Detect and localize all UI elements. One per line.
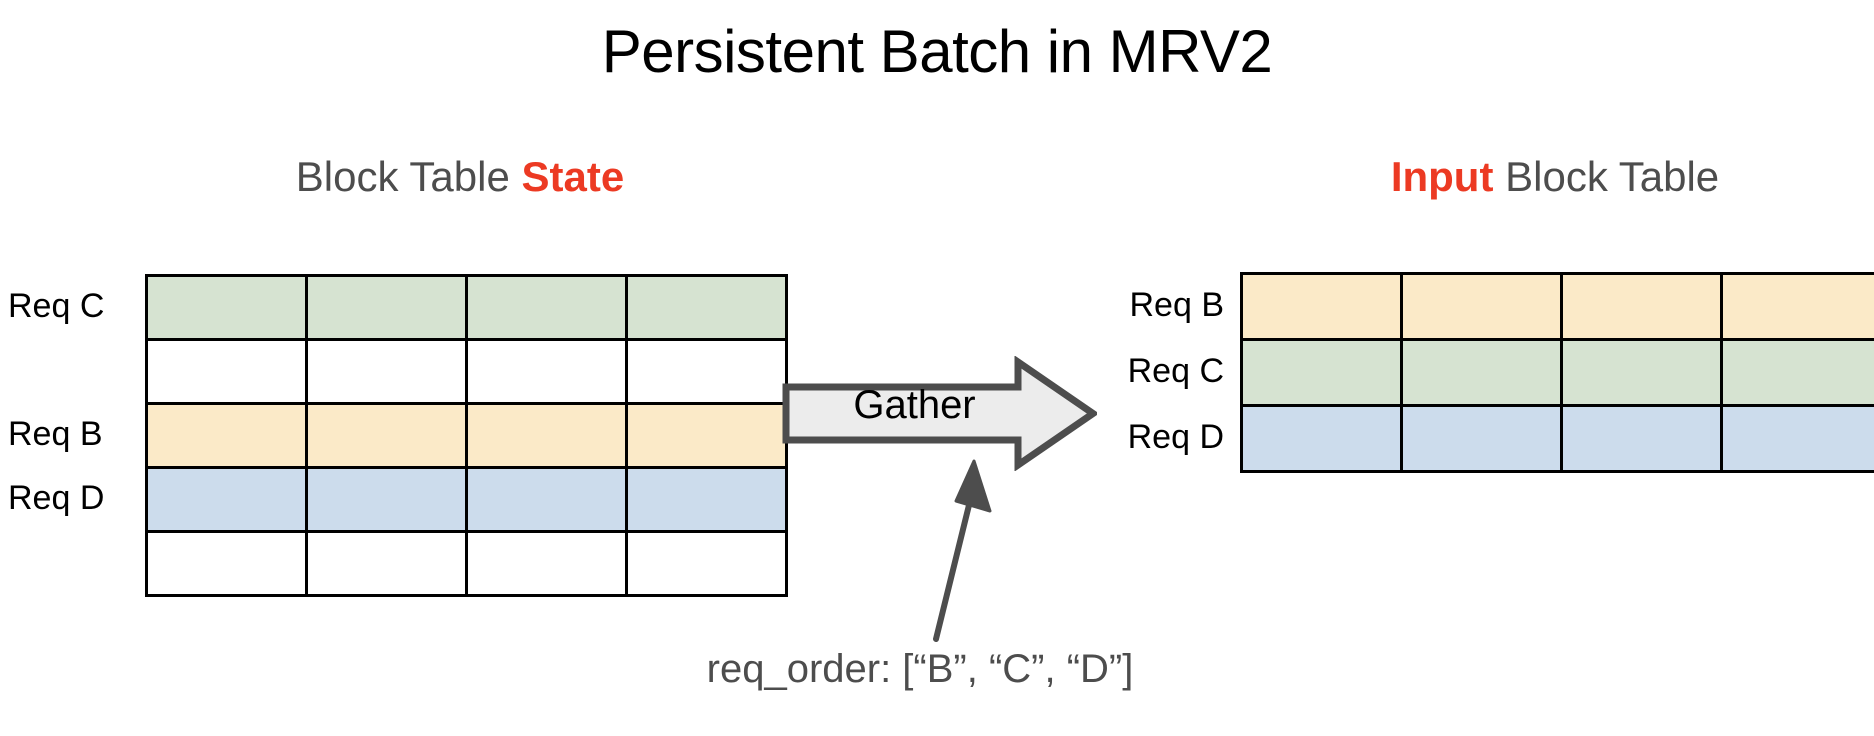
table-row [145,402,788,469]
block-table-state-body [145,274,788,597]
block-cell-empty [305,530,468,597]
block-cell-empty [465,338,628,405]
block-cell-filled [1720,404,1874,473]
block-cell-filled [625,466,788,533]
block-cell-filled [1240,272,1403,341]
block-cell-empty [305,338,468,405]
gather-arrow-icon [782,356,1097,471]
block-cell-filled [625,274,788,341]
req-order-pointer-arrow-icon [933,459,992,642]
right-table-heading: Input Block Table [1240,151,1870,203]
table-row [1240,272,1874,341]
block-cell-empty [145,530,308,597]
block-cell-filled [1560,272,1723,341]
block-cell-filled [1720,338,1874,407]
row-label-right-req-d: Req D [1127,418,1224,456]
table-row [1240,338,1874,407]
row-label-left-req-b: Req B [8,415,103,453]
right-heading-suffix: Block Table [1493,153,1720,200]
input-block-table-body [1240,272,1874,473]
block-cell-filled [1560,404,1723,473]
block-cell-filled [1240,404,1403,473]
left-heading-prefix: Block Table [295,153,522,200]
block-cell-filled [1400,338,1563,407]
block-cell-filled [145,274,308,341]
row-label-right-req-b: Req B [1129,286,1225,324]
block-cell-filled [1720,272,1874,341]
block-cell-filled [305,466,468,533]
right-heading-accent: Input [1390,153,1494,200]
block-table-state [145,274,788,597]
block-cell-empty [145,338,308,405]
left-table-heading: Block Table State [145,151,775,203]
block-cell-filled [465,466,628,533]
gather-arrow-shape [782,356,1097,471]
table-row [145,530,788,597]
pointer-head [954,459,992,513]
block-cell-filled [625,402,788,469]
table-row [1240,404,1874,473]
page-title: Persistent Batch in MRV2 [601,18,1273,85]
row-label-left-req-c: Req C [8,287,105,325]
block-cell-filled [1400,272,1563,341]
block-cell-filled [1560,338,1723,407]
table-row [145,274,788,341]
block-cell-empty [625,530,788,597]
block-cell-filled [1240,338,1403,407]
left-heading-accent: State [521,153,625,200]
block-cell-filled [145,466,308,533]
table-row [145,466,788,533]
block-cell-filled [305,402,468,469]
block-cell-empty [625,338,788,405]
table-row [145,338,788,405]
req-order-caption: req_order: [“B”, “C”, “D”] [706,647,1134,691]
block-cell-filled [145,402,308,469]
pointer-line [933,494,974,642]
block-cell-empty [465,530,628,597]
block-cell-filled [465,274,628,341]
row-label-left-req-d: Req D [8,479,105,517]
input-block-table [1240,272,1874,473]
block-cell-filled [1400,404,1563,473]
row-label-right-req-c: Req C [1127,352,1224,390]
block-cell-filled [305,274,468,341]
block-cell-filled [465,402,628,469]
